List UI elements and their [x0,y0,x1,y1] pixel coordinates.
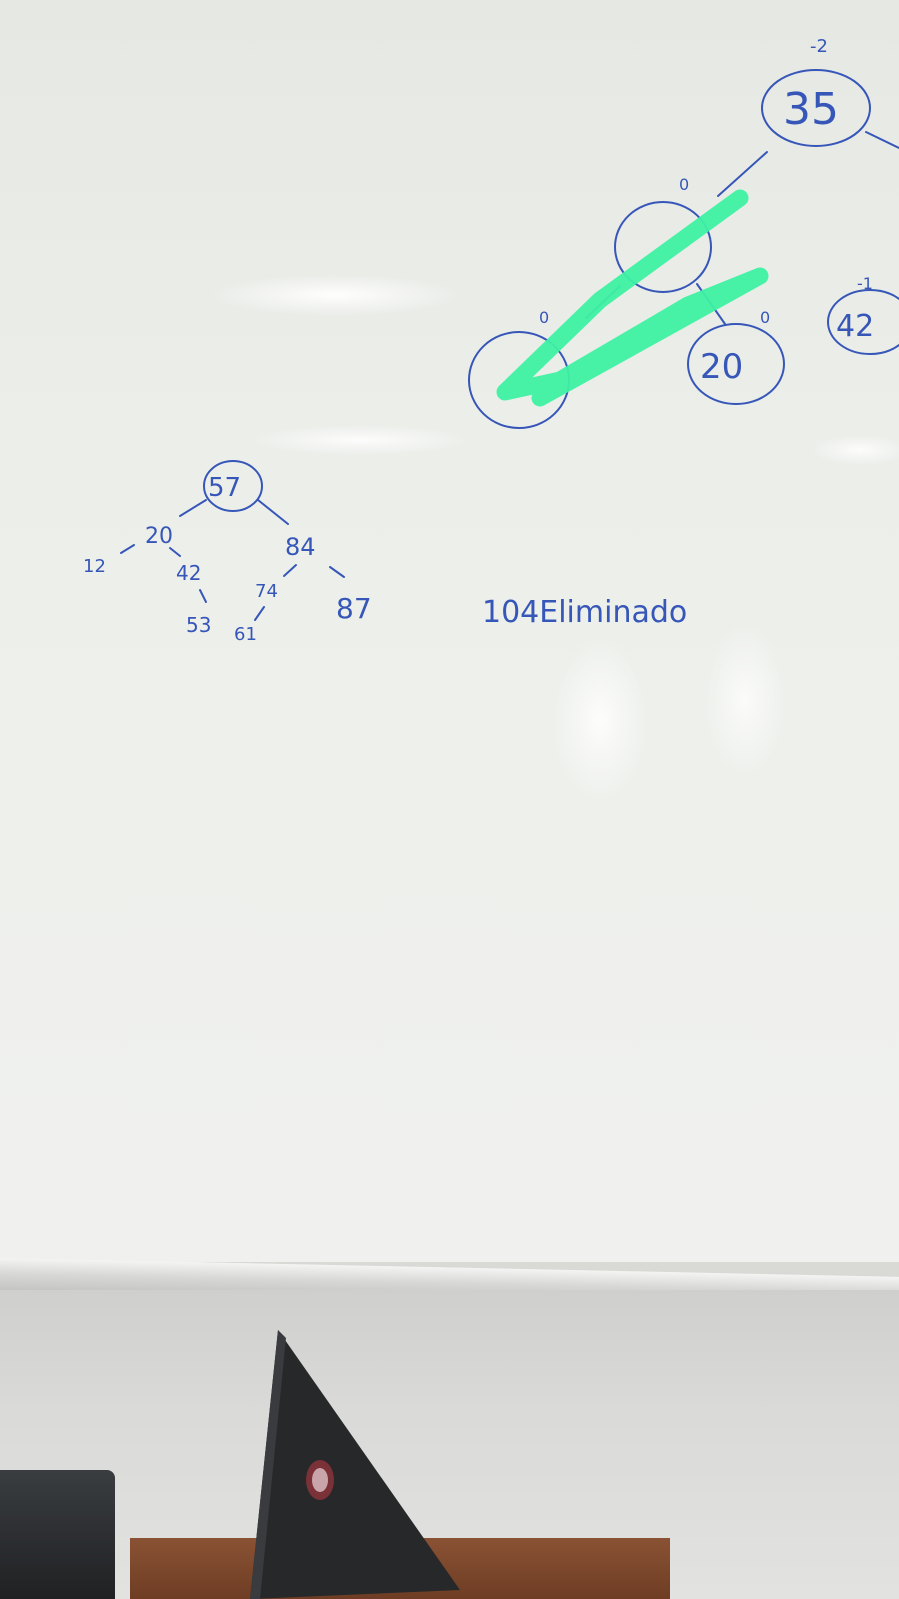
node-12: 12 [83,556,106,577]
avl-balance-left: 0 [679,175,689,194]
highlighter-scribble [496,189,769,407]
laptop-lid-edge [250,1330,286,1599]
avl-edge-root-right [865,131,899,149]
edge-57-84 [257,499,289,525]
edge-42-53 [199,589,207,603]
avl-balance-42: -1 [857,274,873,293]
edge-20-42 [169,547,181,557]
avl-balance-leaf-left: 0 [539,308,549,327]
avl-tree-labels: 35 -2 0 0 20 0 42 -1 [539,36,874,387]
scribble-stroke [496,189,769,407]
node-61: 61 [234,624,257,645]
left-tree-labels: 57 20 84 12 42 53 74 61 87 [83,473,372,645]
edge-84-87 [329,566,345,578]
node-57: 57 [208,473,241,503]
avl-leaf-20-circle [687,323,785,405]
chair [0,1470,115,1599]
edge-20-12 [120,544,135,554]
avl-node-20: 20 [700,347,743,387]
node-84: 84 [285,533,316,561]
avl-right-partial-circle [827,289,899,355]
avl-edge-root-left [717,151,768,197]
left-tree [120,460,345,621]
node-20: 20 [145,524,173,549]
whiteboard [0,0,899,1262]
avl-left-circle [614,201,712,293]
edge-84-74 [283,564,297,577]
laptop [250,1330,470,1599]
note-eliminado: 104Eliminado [482,595,687,630]
avl-balance-20: 0 [760,308,770,327]
edge-57-20 [179,499,207,517]
whiteboard-drawing: 57 20 84 12 42 53 74 61 87 104Eliminado … [83,36,899,645]
laptop-logo-inner [312,1468,328,1492]
node-42: 42 [176,561,201,585]
avl-node-35: 35 [783,84,839,135]
avl-balance-root: -2 [810,36,828,57]
node-53: 53 [186,613,211,637]
avl-root-circle [761,69,871,147]
node-87: 87 [336,592,372,625]
node-74: 74 [255,581,278,602]
laptop-lid [250,1330,460,1599]
edge-74-61 [254,606,265,621]
root-circle [203,460,263,512]
avl-node-42: 42 [836,309,874,344]
